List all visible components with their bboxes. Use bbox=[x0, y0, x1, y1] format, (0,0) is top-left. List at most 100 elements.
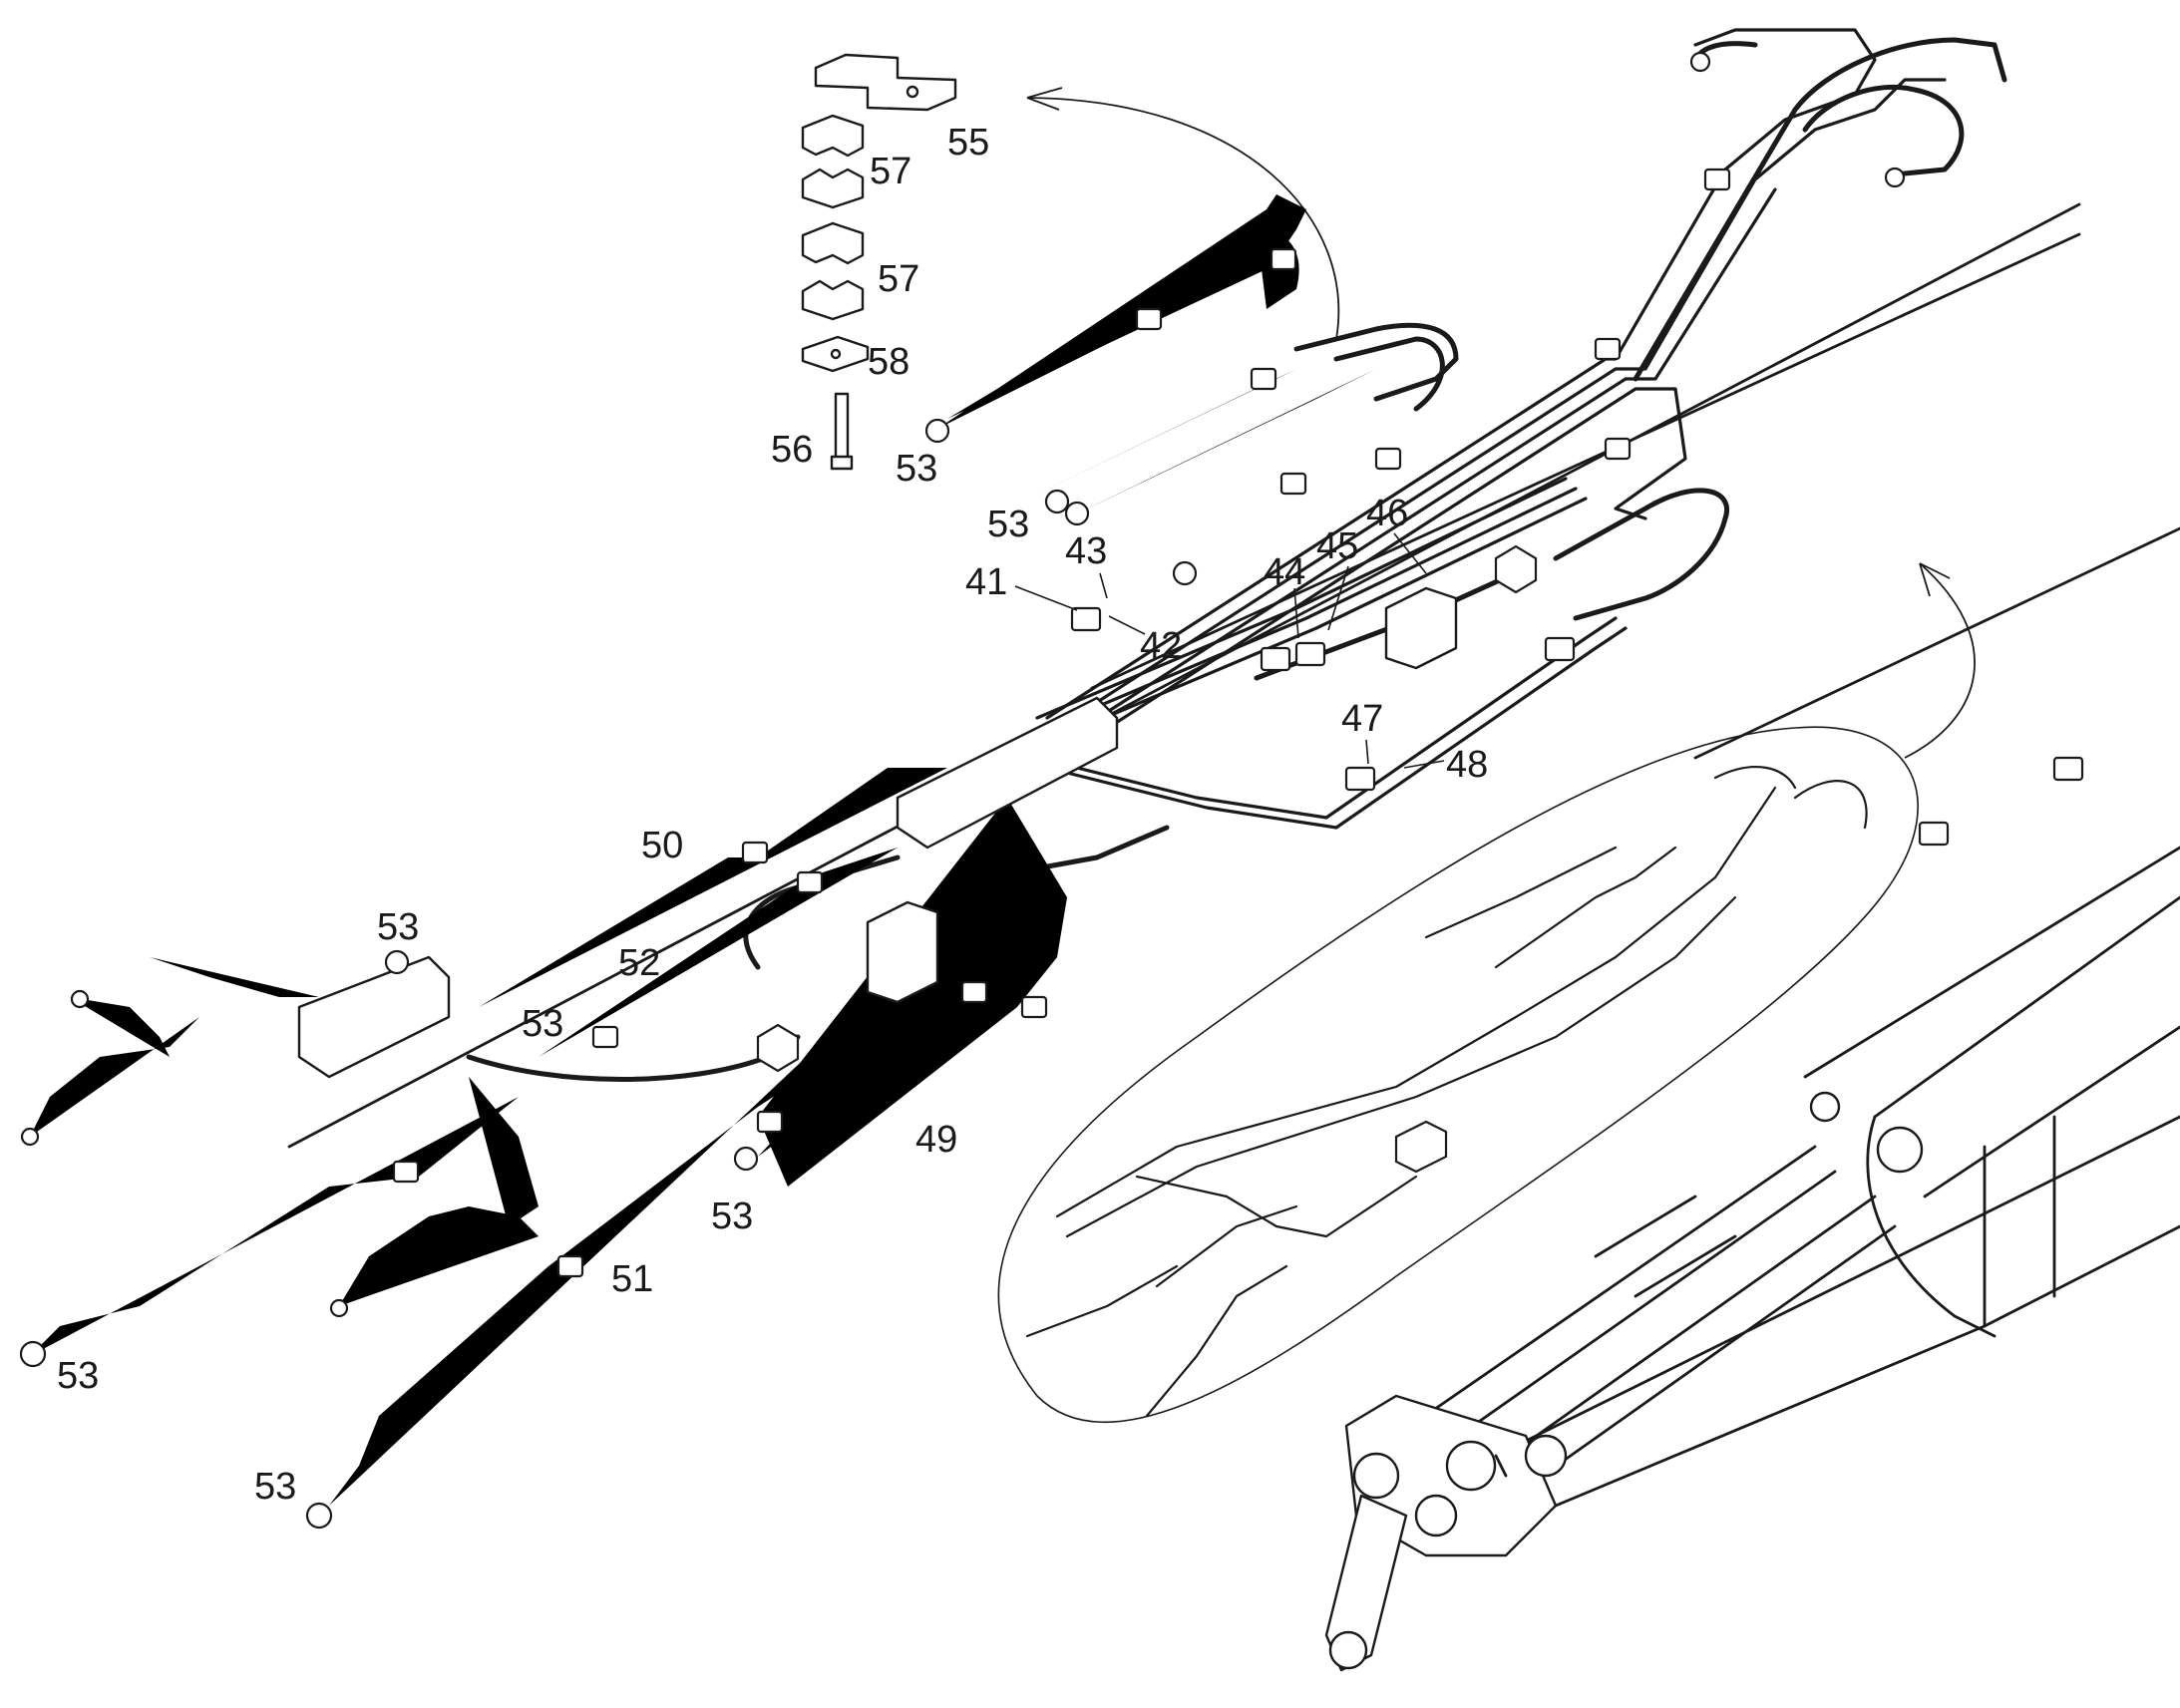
boom-structure bbox=[287, 202, 2180, 1672]
clamp-half-lower-2 bbox=[801, 279, 865, 321]
arm-body-plate bbox=[1983, 1115, 2056, 1328]
callout-53-bottom: 53 bbox=[254, 1466, 296, 1508]
leader-47 bbox=[1365, 739, 1369, 765]
hose-left-curve bbox=[466, 1034, 801, 1082]
pivot-pin-top-2 bbox=[1809, 1091, 1841, 1123]
clamp-52 bbox=[796, 870, 824, 894]
clamp-47 bbox=[1344, 766, 1376, 792]
link-arm-end-pin bbox=[1328, 1630, 1368, 1670]
overview-inset bbox=[997, 726, 1919, 1424]
inset-clamp bbox=[1394, 1120, 1448, 1174]
clamp-53c bbox=[591, 1025, 619, 1049]
pipe-main-3 bbox=[1065, 187, 1777, 740]
pipe-43 bbox=[1067, 369, 1376, 518]
pipe-left-short bbox=[339, 1206, 539, 1306]
clamp-top-5 bbox=[1374, 447, 1402, 471]
pipe-top-branch bbox=[937, 194, 1306, 429]
cylinder-rod bbox=[1594, 1195, 1737, 1298]
clamp-51 bbox=[556, 1254, 584, 1278]
explode-arrow-right bbox=[1904, 562, 1976, 759]
hex-fitting-left bbox=[756, 1023, 800, 1073]
linkage-pin-2 bbox=[1445, 1440, 1497, 1492]
pipe-left-upper bbox=[70, 997, 170, 1057]
callout-48: 48 bbox=[1446, 744, 1488, 786]
clamp-53e bbox=[756, 1110, 784, 1134]
callout-57-upper: 57 bbox=[870, 151, 911, 192]
arm-body-curve bbox=[1866, 1115, 1997, 1338]
callout-42: 42 bbox=[1140, 625, 1182, 667]
pipe-44 bbox=[1035, 477, 1568, 720]
callout-45: 45 bbox=[1316, 525, 1358, 567]
callout-53-left-mid: 53 bbox=[522, 1003, 563, 1045]
clamp-top-4 bbox=[1279, 472, 1307, 496]
pipe-left-top bbox=[150, 957, 319, 997]
washer-plate-hole bbox=[830, 348, 842, 360]
fitting-53c bbox=[384, 949, 410, 975]
leader-44 bbox=[1293, 587, 1299, 639]
inset-pipes bbox=[1025, 766, 1868, 1418]
fitting-53-mid bbox=[1172, 560, 1198, 586]
large-clamp-block-1 bbox=[1384, 586, 1458, 670]
clamp-half-upper-2 bbox=[801, 221, 865, 265]
cover-plate-hole bbox=[906, 85, 919, 99]
callout-53-upper-mid: 53 bbox=[987, 504, 1029, 545]
clamp-41 bbox=[1070, 606, 1102, 632]
end-fittings bbox=[19, 51, 1906, 1530]
pipe-45 bbox=[1045, 487, 1578, 730]
fitting-left-2 bbox=[70, 989, 90, 1009]
hose-upper-right-1 bbox=[1633, 37, 2007, 382]
hose-right-loop bbox=[1553, 488, 1729, 621]
leader-42 bbox=[1108, 615, 1146, 635]
fitting-53g bbox=[305, 1502, 333, 1530]
clamp-top-1 bbox=[1135, 307, 1163, 331]
linkage-pin-3 bbox=[1414, 1494, 1458, 1537]
boom-upper-edge-2 bbox=[1090, 232, 2081, 690]
fitting-right-hose-2 bbox=[1884, 167, 1906, 188]
clamp-49 bbox=[1020, 995, 1048, 1019]
callout-56: 56 bbox=[771, 429, 813, 471]
large-clamp-block-2 bbox=[866, 900, 939, 1004]
fitting-53f bbox=[19, 1340, 47, 1368]
callout-labels: 55 57 57 58 56 53 53 43 41 42 44 45 46 4… bbox=[57, 122, 1488, 1508]
callout-58: 58 bbox=[868, 341, 909, 383]
clamp-half-upper-1 bbox=[801, 114, 865, 158]
manifold-center bbox=[896, 696, 1119, 850]
clamp-left-lower bbox=[392, 1160, 420, 1184]
pipe-47 bbox=[1035, 616, 1618, 820]
cover-plate bbox=[814, 53, 957, 112]
pipe-51 bbox=[329, 877, 997, 1506]
clamp-right-1 bbox=[1918, 821, 1950, 847]
arm-body-outline bbox=[1494, 846, 2180, 1458]
bolt-shank bbox=[834, 392, 850, 464]
pipe-main-1 bbox=[1045, 28, 1877, 720]
leader-46 bbox=[1393, 532, 1427, 574]
callout-41: 41 bbox=[965, 561, 1007, 603]
clamp-48 bbox=[1544, 636, 1576, 662]
bolt-head bbox=[830, 455, 854, 471]
pipe-42 bbox=[1027, 369, 1296, 499]
clamp-top-7 bbox=[1604, 437, 1632, 461]
pipe-clamps bbox=[392, 168, 2084, 1278]
clamp-44 bbox=[1260, 646, 1291, 672]
callout-57-lower: 57 bbox=[878, 258, 919, 300]
cylinder-upper bbox=[1394, 1145, 1837, 1468]
clamp-49b bbox=[960, 980, 988, 1004]
callout-43: 43 bbox=[1065, 530, 1107, 572]
boom-top-edge bbox=[287, 202, 2081, 1149]
clamp-50 bbox=[741, 841, 769, 864]
callout-55: 55 bbox=[947, 122, 989, 164]
callout-49: 49 bbox=[915, 1119, 957, 1161]
callout-53-center-low: 53 bbox=[711, 1196, 753, 1237]
clamp-half-lower-1 bbox=[801, 168, 865, 209]
pipe-52 bbox=[539, 848, 898, 1057]
fitting-left-3 bbox=[329, 1298, 349, 1318]
callout-51: 51 bbox=[611, 1258, 653, 1300]
pipe-46 bbox=[1055, 497, 1588, 740]
linkage-pin-4 bbox=[1524, 1434, 1568, 1478]
callout-53-top: 53 bbox=[896, 448, 937, 490]
explode-arrow-top-head bbox=[1026, 87, 1063, 111]
hose-upper-right-2 bbox=[1802, 84, 1965, 177]
explode-arrow-right-head bbox=[1919, 562, 1951, 597]
hose-mid-loop bbox=[1293, 322, 1459, 402]
